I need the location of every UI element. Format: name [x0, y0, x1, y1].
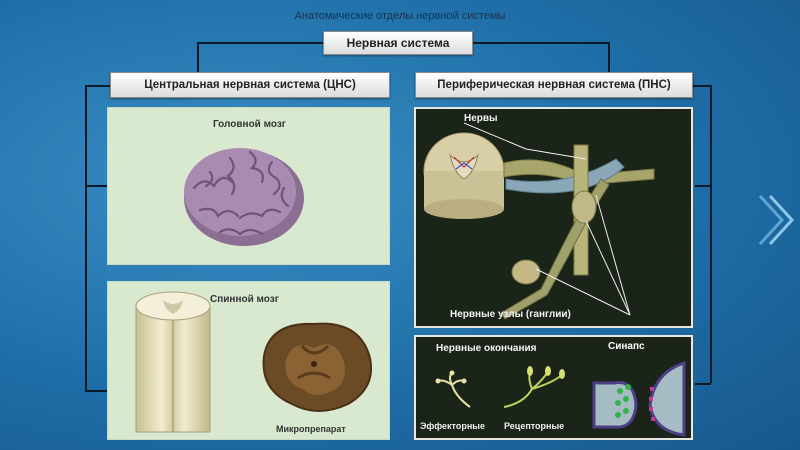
connector-line [608, 42, 610, 72]
endings-panel: Нервные окончания Синапс Эффекторные Рец… [414, 335, 693, 440]
nerves-illustration [423, 122, 655, 320]
brain-panel: Головной мозг [107, 107, 390, 265]
synapse-illustration [592, 360, 686, 437]
brain-label: Головной мозг [213, 119, 286, 130]
connector-line [695, 383, 711, 385]
connector-line [695, 185, 711, 187]
connector-line [197, 42, 199, 72]
connector-line [710, 85, 712, 383]
endings-label: Нервные окончания [436, 343, 537, 354]
ganglia-label: Нервные узлы (ганглии) [450, 309, 571, 320]
nerves-panel: Нервы Нервные узлы (ганглии) [414, 107, 693, 328]
spinal-label: Спинной мозг [210, 294, 279, 305]
connector-line [85, 390, 107, 392]
page-title: Анатомические отделы нервной системы [294, 10, 506, 22]
pns-header: Периферическая нервная система (ПНС) [415, 72, 693, 98]
receptor-label: Рецепторные [504, 421, 565, 431]
brain-illustration [184, 148, 304, 246]
effector-label: Эффекторные [420, 421, 485, 431]
connector-line [693, 85, 711, 87]
synapse-label: Синапс [608, 341, 645, 352]
decorative-chevrons [758, 194, 795, 246]
root-node: Нервная система [323, 31, 473, 55]
connector-line [85, 185, 107, 187]
spinal-cord-illustration [135, 291, 211, 433]
connector-line [85, 85, 110, 87]
receptor-ending-icon [503, 366, 565, 408]
nerves-label: Нервы [464, 113, 498, 124]
effector-ending-icon [435, 370, 471, 408]
spinal-panel: Спинной мозг Микропрепарат [107, 281, 390, 440]
cns-header: Центральная нервная система (ЦНС) [110, 72, 390, 98]
connector-line [85, 85, 87, 390]
micro-preparation-image [262, 322, 372, 412]
micro-label: Микропрепарат [276, 424, 346, 434]
